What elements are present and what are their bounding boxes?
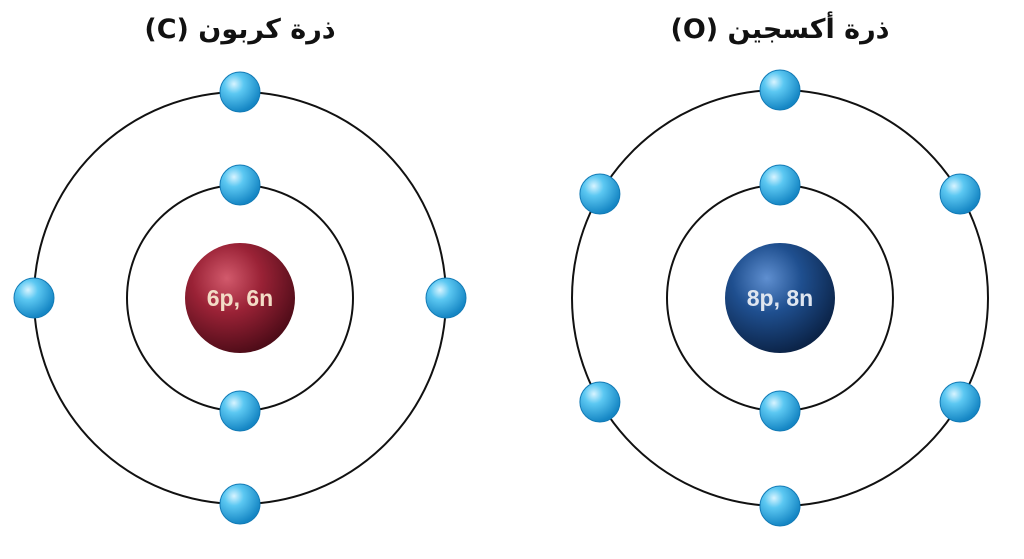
carbon-outer-electron — [219, 483, 261, 525]
carbon-inner-electron — [219, 164, 261, 206]
carbon-nucleus — [185, 243, 295, 353]
oxygen-inner-electron — [759, 390, 801, 432]
carbon-atom-title: ذرة كربون (C) — [144, 14, 336, 45]
carbon-electrons — [13, 71, 467, 525]
carbon-atom: 6p, 6n — [13, 71, 467, 525]
carbon-inner-electron — [219, 390, 261, 432]
oxygen-inner-electron — [759, 164, 801, 206]
oxygen-outer-electron — [759, 69, 801, 111]
carbon-nucleus-label: 6p, 6n — [207, 285, 273, 311]
carbon-outer-electron — [13, 277, 55, 319]
oxygen-outer-electron — [759, 485, 801, 527]
oxygen-nucleus — [725, 243, 835, 353]
oxygen-electrons — [579, 69, 981, 527]
oxygen-outer-electron — [579, 381, 621, 423]
oxygen-outer-electron — [579, 173, 621, 215]
oxygen-outer-electron — [939, 381, 981, 423]
oxygen-atom-title: ذرة أكسجين (O) — [670, 14, 890, 45]
oxygen-nucleus-label: 8p, 8n — [747, 285, 813, 311]
oxygen-atom: 8p, 8n — [571, 69, 989, 527]
carbon-outer-electron — [425, 277, 467, 319]
carbon-outer-electron — [219, 71, 261, 113]
oxygen-outer-electron — [939, 173, 981, 215]
